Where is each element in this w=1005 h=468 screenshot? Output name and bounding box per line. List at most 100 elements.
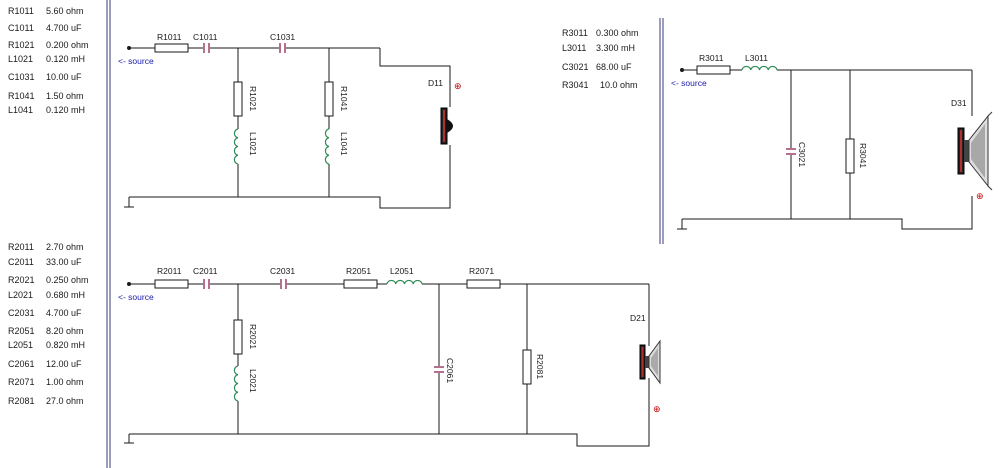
part-value: 68.00 uF [596,62,632,72]
resistor-r1021 [233,81,243,117]
source-label: <- source [671,78,707,88]
part-name: R1021 [8,40,35,50]
resistor-r2021 [233,319,243,355]
label-r1011: R1011 [157,32,182,42]
part-name: C2061 [8,359,35,369]
capacitor-c2031 [280,279,287,289]
resistor-r2011 [154,279,189,289]
resistor-r2081 [522,349,532,385]
source-label: <- source [118,292,154,302]
part-name: R2011 [8,242,34,252]
circuit-2: <- source R2011 C2011 C2031 R2051 L2051 … [118,266,661,447]
part-value: 10.00 uF [46,72,82,82]
label-r3011: R3011 [699,53,724,63]
wires [124,47,451,209]
label-r2011: R2011 [157,266,182,276]
part-name: L3011 [562,43,586,53]
part-value: 0.250 ohm [46,275,89,285]
input-terminal [127,46,131,50]
label-l3011: L3011 [745,53,768,63]
part-value: 1.00 ohm [46,377,84,387]
part-value: 8.20 ohm [46,326,84,336]
part-name: R2051 [8,326,35,336]
wires [677,69,973,230]
capacitor-c3021 [786,148,796,155]
label-c2011: C2011 [193,266,218,276]
capacitor-c2011 [203,279,210,289]
label-c3021: C3021 [797,142,807,167]
label-c2061: C2061 [445,358,455,383]
part-name: L2021 [8,290,33,300]
woofer-d31 [957,111,993,191]
part-value: 0.820 mH [46,340,85,350]
capacitor-c2061 [434,366,444,373]
label-r2051: R2051 [346,266,371,276]
parts-list-1: R1011 5.60 ohm C1011 4.700 uF R1021 0.20… [8,6,89,115]
part-name: C3021 [562,62,589,72]
input-terminal [680,68,684,72]
label-c2031: C2031 [270,266,295,276]
part-name: C1031 [8,72,35,82]
part-value: 3.300 mH [596,43,635,53]
capacitor-c1031 [279,43,286,53]
label-r3041: R3041 [858,143,868,168]
divider-right [659,18,664,244]
label-d31: D31 [951,98,967,108]
label-d11: D11 [428,78,443,88]
circuit-1: <- source R1011 C1011 C1031 R1021 L1021 … [118,32,462,209]
part-value: 4.700 uF [46,23,82,33]
polarity-plus: ⊕ [653,404,661,414]
part-name: L1041 [8,105,33,115]
speaker-d21 [639,339,661,385]
part-name: R2081 [8,396,35,406]
part-value: 0.680 mH [46,290,85,300]
part-value: 0.200 ohm [46,40,89,50]
parts-list-3: R3011 0.300 ohm L3011 3.300 mH C3021 68.… [562,28,639,90]
resistor-r3041 [845,138,855,174]
wires [124,283,650,447]
inductor-l2021 [233,365,239,402]
label-r1021: R1021 [248,86,258,111]
polarity-plus: ⊕ [454,81,462,91]
part-value: 4.700 uF [46,308,82,318]
label-c1011: C1011 [193,32,218,42]
part-value: 0.120 mH [46,105,85,115]
inductor-l3011 [741,65,778,71]
part-name: R3041 [562,80,589,90]
label-l1021: L1021 [248,132,258,156]
circuit-3: <- source R3011 L3011 C3021 R3041 D31 ⊕ [671,53,993,230]
capacitor-c1011 [203,43,210,53]
label-l2021: L2021 [248,369,258,393]
resistor-r2051 [343,279,378,289]
polarity-plus: ⊕ [976,191,984,201]
part-name: R3011 [562,28,588,38]
part-name: C2011 [8,257,34,267]
part-value: 12.00 uF [46,359,82,369]
part-value: 5.60 ohm [46,6,84,16]
part-name: R1041 [8,91,35,101]
part-name: C2031 [8,308,35,318]
resistor-r1041 [324,81,334,117]
source-label: <- source [118,56,154,66]
part-name: L2051 [8,340,33,350]
part-name: R2021 [8,275,35,285]
inductor-l2051 [386,279,423,285]
inductor-l1041 [324,128,330,165]
part-value: 27.0 ohm [46,396,84,406]
part-value: 0.300 ohm [596,28,639,38]
label-d21: D21 [630,313,646,323]
label-r1041: R1041 [339,86,349,111]
label-l1041: L1041 [339,132,349,156]
part-value: 10.0 ohm [600,80,638,90]
part-name: C1011 [8,23,34,33]
label-r2021: R2021 [248,324,258,349]
divider-left [106,0,111,468]
label-r2071: R2071 [469,266,494,276]
label-r2081: R2081 [535,354,545,379]
part-value: 0.120 mH [46,54,85,64]
resistor-r1011 [154,43,189,53]
part-value: 33.00 uF [46,257,82,267]
resistor-r3011 [696,65,731,75]
input-terminal [127,282,131,286]
